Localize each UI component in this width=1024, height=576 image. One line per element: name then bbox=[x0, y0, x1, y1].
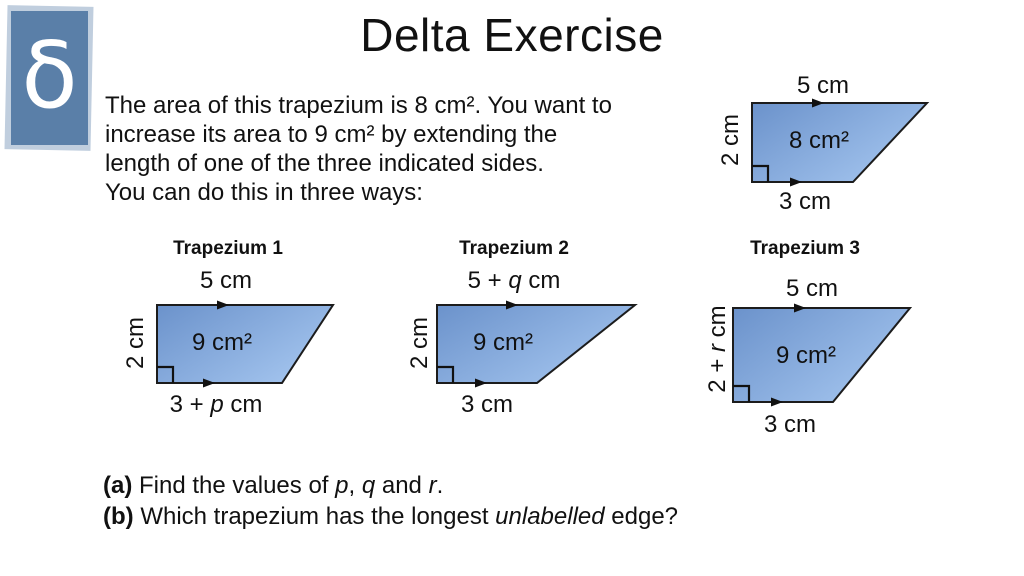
page-title: Delta Exercise bbox=[360, 9, 664, 61]
right-angle-icon bbox=[157, 365, 175, 383]
top-side-label: 5 cm bbox=[796, 72, 850, 99]
parallel-mark-arrow-icon bbox=[217, 300, 229, 310]
questions-block: (a) Find the values of p, q and r. (b) W… bbox=[103, 470, 678, 532]
parallel-mark-arrow-icon bbox=[475, 378, 487, 388]
parallel-mark-arrow-icon bbox=[794, 303, 806, 313]
bottom-side-label: 3 cm bbox=[778, 188, 832, 215]
top-side-label: 5 cm bbox=[199, 267, 253, 294]
question-b: (b) Which trapezium has the longest unla… bbox=[103, 503, 679, 530]
bottom-side-label: 3 cm bbox=[460, 391, 514, 418]
trapezium-polygon bbox=[751, 102, 930, 183]
parallel-mark-arrow-icon bbox=[771, 397, 783, 407]
intro-line: The area of this trapezium is 8 cm². You… bbox=[105, 92, 612, 119]
area-label: 9 cm² bbox=[776, 342, 836, 369]
parallel-mark-arrow-icon bbox=[203, 378, 215, 388]
right-angle-icon bbox=[733, 384, 751, 402]
trapezium-shape bbox=[751, 98, 930, 187]
area-label: 9 cm² bbox=[473, 329, 533, 356]
delta-logo: δ bbox=[11, 11, 88, 145]
intro-paragraph: The area of this trapezium is 8 cm². You… bbox=[105, 91, 612, 207]
parallel-mark-arrow-icon bbox=[812, 98, 824, 108]
delta-icon: δ bbox=[21, 22, 78, 129]
trapezium-1-figure: Trapezium 1 5 cm 2 cm 9 cm² 3 + p cm bbox=[100, 238, 400, 428]
trapezium-polygon bbox=[156, 304, 335, 384]
top-side-label: 5 cm bbox=[785, 275, 839, 302]
intro-line: increase its area to 9 cm² by extending … bbox=[105, 121, 558, 148]
top-side-label: 5 + q cm bbox=[467, 267, 561, 294]
area-label: 9 cm² bbox=[192, 329, 252, 356]
right-angle-icon bbox=[752, 164, 770, 182]
trapezium-shape bbox=[156, 300, 335, 388]
intro-line: length of one of the three indicated sid… bbox=[105, 150, 544, 177]
trapezium-shape bbox=[732, 303, 913, 407]
trapezium-polygon bbox=[436, 304, 638, 384]
area-label: 8 cm² bbox=[789, 127, 849, 154]
bottom-side-label: 3 + p cm bbox=[169, 391, 263, 418]
figure-title: Trapezium 1 bbox=[173, 238, 283, 259]
trapezium-original-figure: 5 cm 2 cm 8 cm² 3 cm bbox=[690, 70, 990, 220]
trapezium-shape bbox=[436, 300, 638, 388]
bottom-side-label: 3 cm bbox=[763, 411, 817, 438]
right-angle-icon bbox=[437, 365, 455, 383]
parallel-mark-arrow-icon bbox=[506, 300, 518, 310]
figure-title: Trapezium 3 bbox=[750, 238, 860, 259]
figure-title: Trapezium 2 bbox=[459, 238, 569, 259]
intro-line: You can do this in three ways: bbox=[105, 179, 423, 206]
trapezium-polygon bbox=[732, 307, 913, 403]
parallel-mark-arrow-icon bbox=[790, 177, 802, 187]
trapezium-3-figure: Trapezium 3 5 cm 2 + r cm 9 cm² 3 cm bbox=[680, 238, 1000, 448]
trapezium-2-figure: Trapezium 2 5 + q cm 2 cm 9 cm² 3 cm bbox=[390, 238, 690, 428]
question-a: (a) Find the values of p, q and r. bbox=[103, 472, 444, 499]
